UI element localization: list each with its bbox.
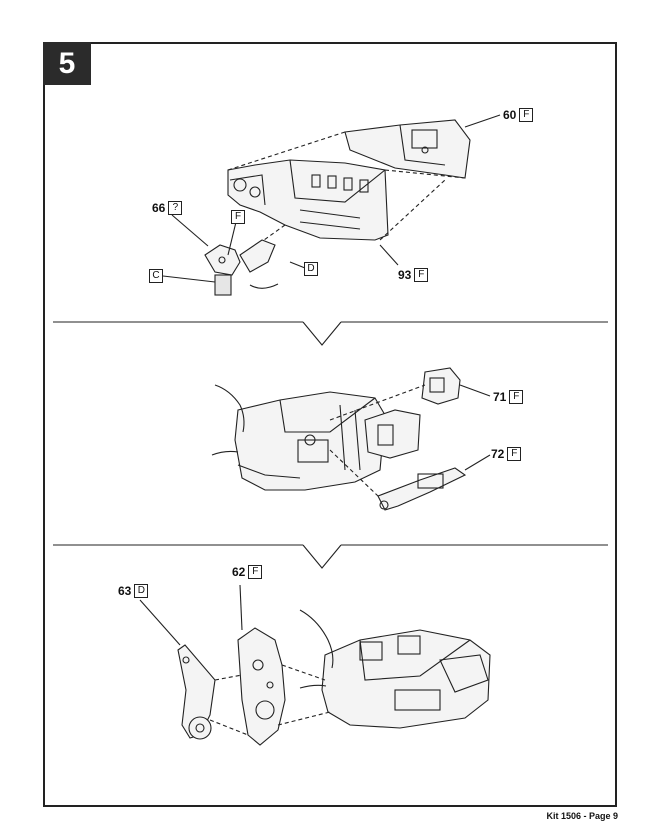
leader-62: [239, 584, 243, 631]
part-number: 93: [398, 268, 412, 282]
callout-part-62: 62 F: [232, 565, 263, 579]
leader-f-small: [227, 221, 237, 256]
part-62-sketch: [237, 627, 286, 746]
leader-93: [379, 244, 399, 266]
leader-63: [139, 599, 181, 646]
paint-code-c-label: C: [149, 269, 163, 283]
callout-part-72: 72 F: [491, 447, 522, 461]
engine-block-sketch-1: [227, 159, 389, 241]
accessory-sketch-2: [364, 409, 421, 459]
engine-block-sketch-2: [211, 384, 386, 491]
part-number: 72: [491, 447, 505, 461]
paint-code-f-label: F: [231, 210, 245, 224]
leader-d-top: [289, 261, 306, 269]
callout-part-93: 93 F: [398, 268, 429, 282]
paint-code: F: [509, 390, 524, 404]
paint-code: F: [248, 565, 263, 579]
callout-part-66: 66 ?: [152, 201, 183, 215]
guide-lines-mid: [329, 384, 426, 497]
part-71-sketch: [421, 367, 461, 405]
callout-part-63: 63 D: [118, 584, 149, 598]
paint-code: F: [414, 268, 429, 282]
engine-block-sketch-3: [299, 609, 491, 729]
part-63-sketch: [177, 644, 216, 740]
part-number: 66: [152, 201, 166, 215]
part-number: 71: [493, 390, 507, 404]
paint-code: F: [507, 447, 522, 461]
callout-part-60: 60 F: [503, 108, 534, 122]
paint-code: D: [134, 584, 149, 598]
paint-code: F: [519, 108, 534, 122]
leader-c: [162, 275, 216, 283]
callout-part-71: 71 F: [493, 390, 524, 404]
leader-71: [459, 384, 491, 397]
paint-code: ?: [168, 201, 183, 215]
instruction-frame: [43, 42, 617, 807]
step-number-badge: 5: [43, 42, 91, 85]
part-number: 60: [503, 108, 517, 122]
part-number: 63: [118, 584, 132, 598]
leader-66: [171, 214, 209, 247]
leader-60: [464, 114, 501, 128]
section-divider-2: [53, 544, 608, 569]
section-divider-1: [53, 321, 608, 346]
leader-72: [464, 454, 491, 471]
paint-code-d-label: D: [304, 262, 318, 276]
page-footer: Kit 1506 - Page 9: [546, 811, 618, 821]
part-66-sketch: [204, 239, 279, 296]
guide-lines-bottom: [209, 664, 331, 736]
part-72-sketch: [377, 467, 467, 511]
part-number: 62: [232, 565, 246, 579]
